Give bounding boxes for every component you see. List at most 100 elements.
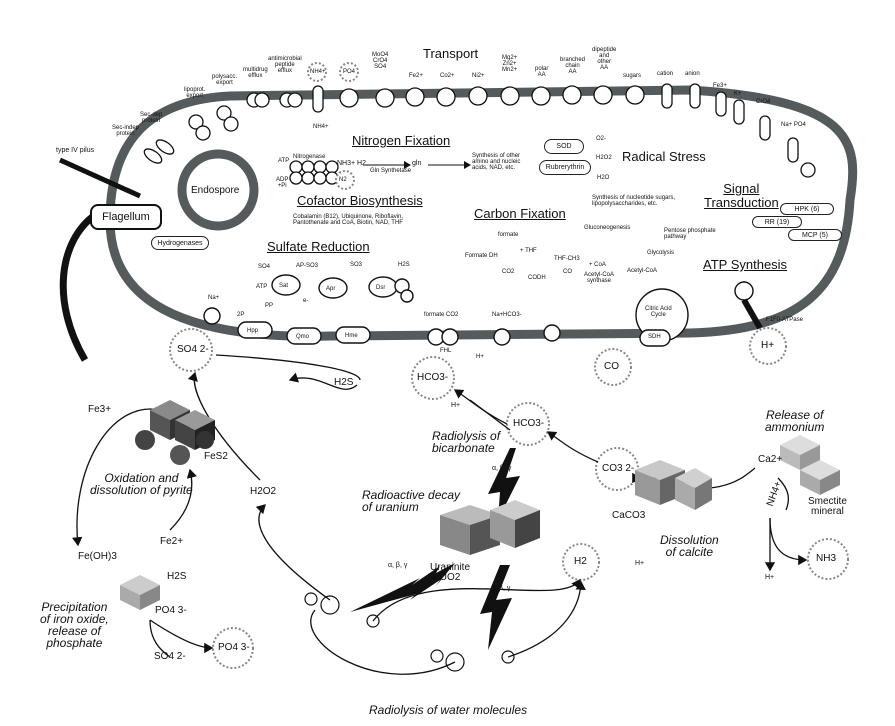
section-radical-stress: Radical Stress xyxy=(622,149,706,164)
transporter-icons xyxy=(143,83,816,178)
precipitation-label: Precipitation of iron oxide, release of … xyxy=(40,600,109,650)
abg-lower: α, β, γ xyxy=(491,585,511,592)
qmo-box xyxy=(286,327,322,345)
outside-so4-b: SO4 2- xyxy=(154,651,186,662)
carbon-na: Na+ xyxy=(492,312,504,318)
oxidation-pyrite: Oxidation and dissolution of pyrite xyxy=(90,471,193,497)
nitrogen-nh3-h2: NH3+ H2 xyxy=(337,160,366,167)
nitrogen-atp: ATP xyxy=(278,158,290,164)
transport-label-polysacc: polysacc. export xyxy=(212,74,238,86)
carbon-coa: + CoA xyxy=(589,262,606,268)
carbon-h: H+ xyxy=(476,354,484,360)
smectite-label: Smectite mineral xyxy=(808,496,847,517)
nitrogenase-complex xyxy=(289,160,339,185)
iron-oxide-crystals xyxy=(120,575,160,610)
radiolysis-water: Radiolysis of water molecules xyxy=(369,703,528,717)
flagellum-stalk xyxy=(59,212,98,362)
outside-nh3: NH3 xyxy=(816,553,837,564)
outside-po4-b: PO4 3- xyxy=(218,642,250,653)
cofactor-text: Cobalamin (B12), Ubiquinone, Riboflavin,… xyxy=(293,214,404,226)
outside-h-plus: H+ xyxy=(451,402,461,409)
outside-h2: H2 xyxy=(574,556,587,567)
section-nitrogen-fixation: Nitrogen Fixation xyxy=(352,133,451,148)
outside-hco3-b: HCO3- xyxy=(513,418,545,429)
transport-label-cro4: CrO4 xyxy=(756,99,771,105)
transport-label-cation: cation xyxy=(657,71,674,77)
transport-label-branched-aa: branched chain AA xyxy=(560,57,586,75)
outside-h2o2: H2O2 xyxy=(250,486,277,497)
transport-label-ni2: Ni2+ xyxy=(472,73,485,79)
bolt-up xyxy=(488,448,520,520)
transport-label-po4: PO4 xyxy=(343,69,356,75)
nh3-pool xyxy=(807,538,849,580)
carbon-gluconeogenesis: Gluconeogenesis xyxy=(584,225,631,231)
sulfate-pp: PP xyxy=(265,303,274,309)
sulfate-so3: SO3 xyxy=(350,262,363,268)
transport-label-polar-aa: polar AA xyxy=(535,66,549,78)
carbon-co: CO xyxy=(563,269,572,275)
uraninite-label: Uraninite UO2 xyxy=(430,562,471,583)
carbon-thf-ch3: THF-CH3 xyxy=(554,256,580,262)
transport-label-lipoprot: lipoprot. export xyxy=(184,87,206,99)
pyrite-crystals xyxy=(135,400,215,465)
carbon-co2: CO2 xyxy=(502,269,515,275)
transport-label-fe3: Fe3+ xyxy=(713,83,727,89)
atp-h-plus: H+ xyxy=(761,340,775,351)
outside-hco3-a: HCO3- xyxy=(417,372,449,383)
h-plus-pool xyxy=(749,327,787,365)
uraninite-crystals xyxy=(440,500,540,555)
transport-label-sugars: sugars xyxy=(623,73,642,79)
transport-label-fe2: Fe2+ xyxy=(409,73,423,79)
sulfate-qmo: Qmo xyxy=(296,334,310,340)
bolt-down xyxy=(480,565,512,650)
sulfate-2p: 2P xyxy=(237,312,245,318)
outside-h-plus-calcite: H+ xyxy=(635,560,645,567)
carbon-glycolysis: Glycolysis xyxy=(647,250,675,256)
mcp-label: MCP (5) xyxy=(788,229,842,241)
carbon-tca: Citric Acid Cycle xyxy=(645,306,672,318)
bolt-left xyxy=(350,563,455,612)
radiolysis-bicarbonate: Radiolysis of bicarbonate xyxy=(432,429,501,455)
transport-label-mg-zn-mn: Mg2+ Zn2+ Mn2+ xyxy=(502,55,518,73)
radical-h2o2: H2O2 xyxy=(596,155,612,161)
abg-upper: α, β, γ xyxy=(492,465,512,472)
outside-h2s: H2S xyxy=(334,377,354,388)
transport-label-sec-dep: Sec-dep protein xyxy=(140,112,163,124)
section-sulfate-reduction: Sulfate Reduction xyxy=(267,239,370,254)
radical-o2: O2- xyxy=(596,136,607,142)
sat-enzyme xyxy=(271,274,301,296)
sulfate-na: Na+ xyxy=(208,295,220,301)
po4-pool xyxy=(212,627,254,669)
dissolution-calcite: Dissolution of calcite xyxy=(660,533,719,559)
carbon-fhl: FHL xyxy=(440,348,452,354)
rr-label: RR (19) xyxy=(752,216,802,228)
type-iv-pilus-label: type IV pilus xyxy=(56,147,95,154)
section-carbon-fixation: Carbon Fixation xyxy=(474,206,566,221)
transport-label-moo4: MoO4 CrO4 SO4 xyxy=(372,52,389,70)
flagellum-label: Flagellum xyxy=(90,204,162,230)
endospore-label: Endospore xyxy=(191,185,240,196)
cell-membrane xyxy=(105,85,858,341)
outside-fe3: Fe3+ xyxy=(88,404,112,415)
sulfate-aps: AP-SO3 xyxy=(296,263,319,269)
transport-label-anion: anion xyxy=(685,71,700,77)
hpp-box xyxy=(237,321,273,339)
sulfate-h2s: H2S xyxy=(398,262,410,268)
sod-label: SOD xyxy=(544,139,584,154)
transport-label-antimicrobial: antimicrobial peptide efflux xyxy=(268,56,302,74)
section-signal-transduction: Signal Transduction xyxy=(704,181,779,211)
h2-pool xyxy=(562,543,600,581)
carbon-formate-co2: formate CO2 xyxy=(424,312,459,318)
hme-box xyxy=(335,326,371,344)
hco3-pool-a xyxy=(411,356,455,400)
outside-so4: SO4 2- xyxy=(177,344,209,355)
sulfate-sat: Sat xyxy=(279,283,289,289)
so4-pool xyxy=(169,328,213,372)
sulfate-hme: Hme xyxy=(345,333,358,339)
transport-label-multidrug: multidrug efflux xyxy=(243,67,268,79)
nitrogen-nh4: NH4+ xyxy=(313,124,329,130)
nitrogen-adp: ADP +Pi xyxy=(276,177,289,189)
sulfate-apr: Apr xyxy=(326,286,336,292)
